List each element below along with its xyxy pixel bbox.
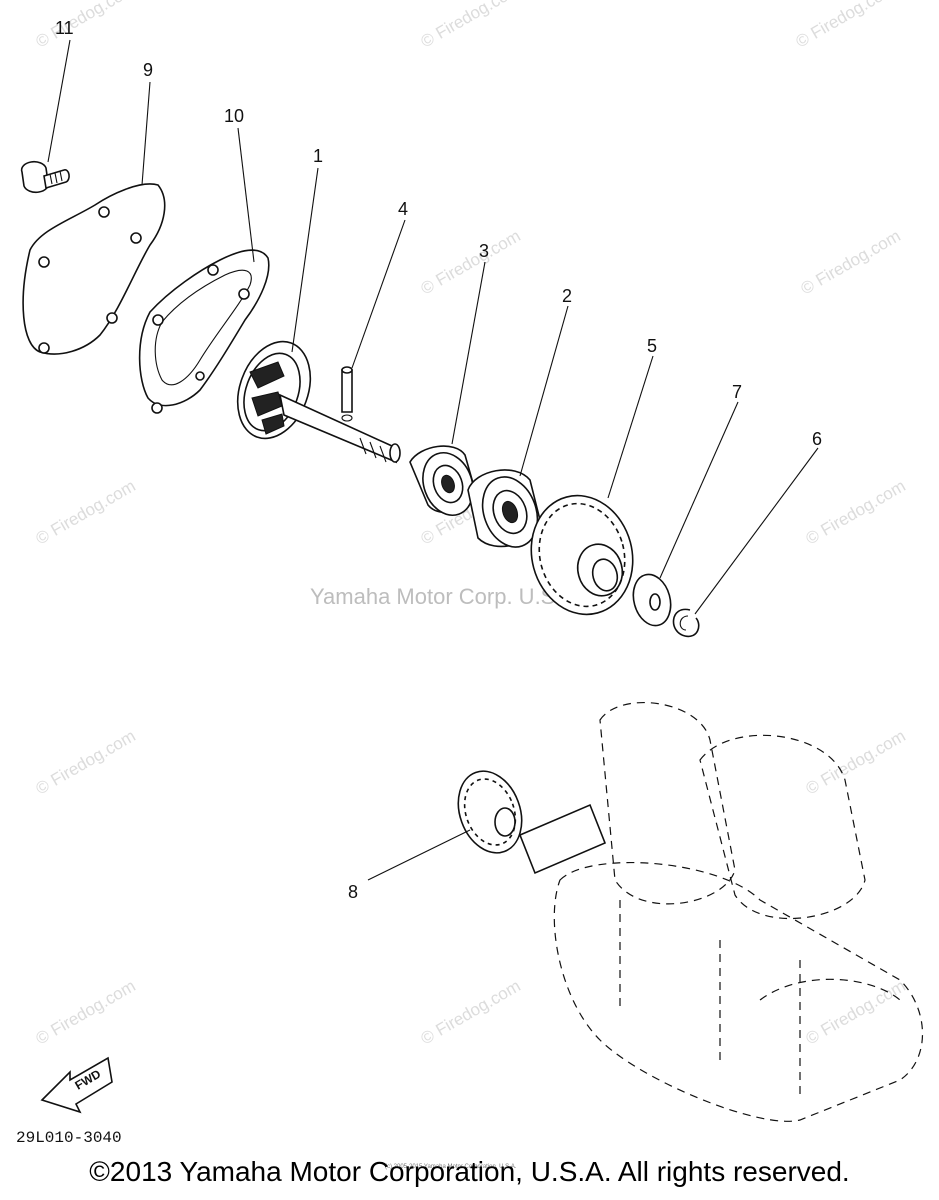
watermark: © Firedog.com <box>803 726 909 798</box>
fwd-arrow: FWD <box>40 1056 113 1114</box>
watermark: © Firedog.com <box>33 726 139 798</box>
label-part-9: 9 <box>143 60 153 80</box>
bearing-3 <box>409 445 476 516</box>
label-part-2: 2 <box>562 286 572 306</box>
gear-8 <box>457 770 523 854</box>
watermark: © Firedog.com <box>33 476 139 548</box>
part-labels: 11 9 10 1 4 3 2 5 7 6 8 <box>55 18 822 902</box>
label-part-10: 10 <box>224 106 244 126</box>
label-part-7: 7 <box>732 382 742 402</box>
label-part-1: 1 <box>313 146 323 166</box>
label-part-5: 5 <box>647 336 657 356</box>
bearing-2 <box>467 469 541 548</box>
gear-5 <box>530 494 634 616</box>
tiny-credit: (c) 2005-2015 Yamaha Motor Corporation, … <box>385 1164 517 1170</box>
watermark: © Firedog.com <box>418 0 524 51</box>
leader-lines <box>47 39 819 881</box>
pin-4 <box>341 366 353 422</box>
diagram-code: 29L010-3040 <box>16 1129 122 1147</box>
watermark-center: Yamaha Motor Corp. U.S.A. <box>310 584 582 609</box>
watermark: © Firedog.com <box>803 476 909 548</box>
washer-7 <box>632 573 672 627</box>
copyright-notice: ©2013 Yamaha Motor Corporation, U.S.A. A… <box>89 1156 850 1187</box>
watermark: © Firedog.com <box>418 226 524 298</box>
label-part-3: 3 <box>479 241 489 261</box>
watermark-layer: © Firedog.com © Firedog.com © Firedog.co… <box>33 0 909 1048</box>
label-part-8: 8 <box>348 882 358 902</box>
watermark: © Firedog.com <box>803 976 909 1048</box>
engine-outline <box>518 701 924 1122</box>
impeller-shaft-1 <box>236 340 401 464</box>
circlip-6 <box>672 608 700 638</box>
watermark: © Firedog.com <box>33 976 139 1048</box>
watermark: © Firedog.com <box>793 0 899 51</box>
label-part-6: 6 <box>812 429 822 449</box>
watermark: © Firedog.com <box>798 226 904 298</box>
bolt-11 <box>20 160 70 194</box>
watermark: © Firedog.com <box>33 0 139 51</box>
gasket-10 <box>138 249 270 414</box>
label-part-11: 11 <box>55 18 74 38</box>
label-part-4: 4 <box>398 199 408 219</box>
cover-gasket-9 <box>22 183 166 355</box>
watermark: © Firedog.com <box>418 976 524 1048</box>
